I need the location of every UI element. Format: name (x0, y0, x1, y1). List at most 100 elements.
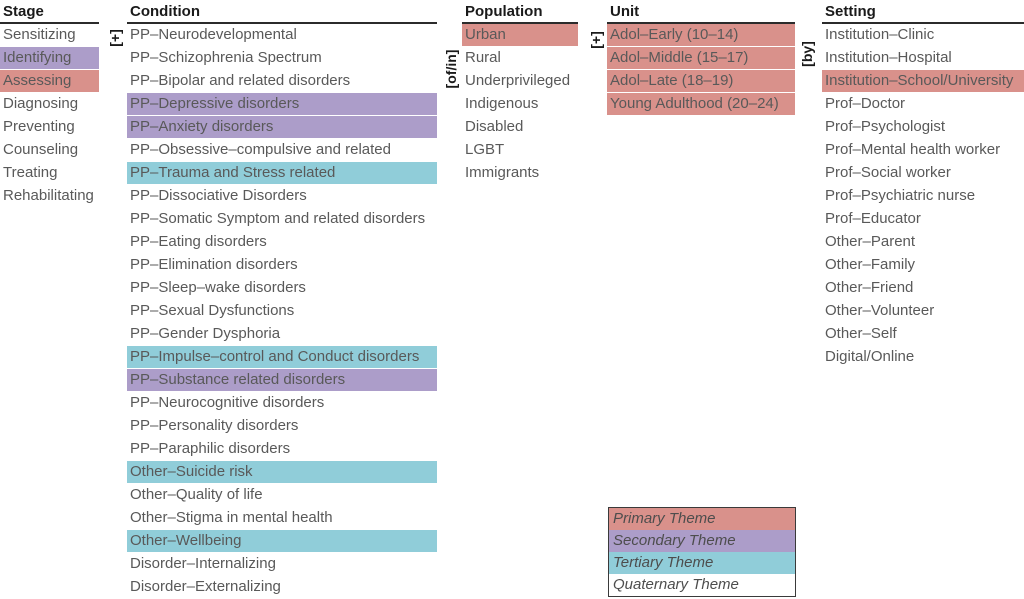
list-item: Other–Parent (822, 231, 1024, 254)
list-item: Other–Volunteer (822, 300, 1024, 323)
list-item: PP–Eating disorders (127, 231, 437, 254)
list-item-label: PP–Sexual Dysfunctions (130, 302, 295, 319)
list-item-label: Prof–Educator (825, 210, 921, 227)
list-item: PP–Anxiety disorders (127, 116, 437, 139)
list-item: Diagnosing (0, 93, 99, 116)
list-item: Disorder–Internalizing (127, 553, 437, 576)
list-item: PP–Gender Dysphoria (127, 323, 437, 346)
list-item: PP–Obsessive–compulsive and related (127, 139, 437, 162)
list-item: PP–Personality disorders (127, 415, 437, 438)
list-item-label: PP–Anxiety disorders (130, 118, 274, 135)
list-item: PP–Schizophrenia Spectrum (127, 47, 437, 70)
list-item-label: Immigrants (465, 164, 540, 181)
column-header-unit: Unit (607, 2, 795, 24)
list-item: LGBT (462, 139, 578, 162)
list-item-label: PP–Dissociative Disorders (130, 187, 307, 204)
list-item: Assessing (0, 70, 99, 93)
list-item-label: Prof–Doctor (825, 95, 906, 112)
list-item: Prof–Psychiatric nurse (822, 185, 1024, 208)
list-item: PP–Sleep–wake disorders (127, 277, 437, 300)
column-unit: Unit Adol–Early (10–14)Adol–Middle (15–1… (607, 2, 795, 116)
list-item-label: Other–Volunteer (825, 302, 935, 319)
list-item: Institution–Hospital (822, 47, 1024, 70)
list-item-label: Prof–Psychiatric nurse (825, 187, 976, 204)
list-item-label: LGBT (465, 141, 505, 158)
list-item-label: Prof–Psychologist (825, 118, 946, 135)
list-item-label: PP–Personality disorders (130, 417, 299, 434)
list-item: Digital/Online (822, 346, 1024, 369)
list-item-label: Institution–Hospital (825, 49, 952, 66)
list-item-label: Underprivileged (465, 72, 571, 89)
list-item: Prof–Educator (822, 208, 1024, 231)
list-item: PP–Substance related disorders (127, 369, 437, 392)
list-item-label: PP–Depressive disorders (130, 95, 300, 112)
column-header-stage: Stage (0, 2, 99, 24)
list-item: Rural (462, 47, 578, 70)
list-item-label: Diagnosing (3, 95, 79, 112)
list-item: Underprivileged (462, 70, 578, 93)
list-item: Primary Theme (609, 508, 795, 530)
list-item-label: Digital/Online (825, 348, 915, 365)
list-item: Indigenous (462, 93, 578, 116)
list-item-label: PP–Schizophrenia Spectrum (130, 49, 322, 66)
list-item-label: PP–Neurodevelopmental (130, 26, 297, 43)
list-item: Disabled (462, 116, 578, 139)
list-item: Rehabilitating (0, 185, 99, 208)
plus-operator-icon: [+] (107, 29, 123, 47)
list-item-label: Rural (465, 49, 501, 66)
by-operator-icon: [by] (799, 41, 815, 67)
list-item-label: PP–Impulse–control and Conduct disorders (130, 348, 420, 365)
list-item: Urban (462, 24, 578, 47)
list-item: Immigrants (462, 162, 578, 185)
list-item: PP–Sexual Dysfunctions (127, 300, 437, 323)
list-item-label: Secondary Theme (613, 532, 736, 549)
list-item: Preventing (0, 116, 99, 139)
list-item: PP–Neurocognitive disorders (127, 392, 437, 415)
list-item-label: Rehabilitating (3, 187, 94, 204)
list-item: PP–Bipolar and related disorders (127, 70, 437, 93)
unit-list: Adol–Early (10–14)Adol–Middle (15–17)Ado… (607, 24, 795, 116)
list-item: Institution–Clinic (822, 24, 1024, 47)
of-in-operator-icon: [of/in] (443, 49, 459, 89)
list-item-label: Other–Stigma in mental health (130, 509, 333, 526)
list-item-label: Adol–Late (18–19) (610, 72, 734, 89)
list-item-label: PP–Gender Dysphoria (130, 325, 281, 342)
list-item-label: Quaternary Theme (613, 576, 739, 593)
list-item-label: PP–Elimination disorders (130, 256, 298, 273)
list-item-label: PP–Bipolar and related disorders (130, 72, 351, 89)
list-item: Sensitizing (0, 24, 99, 47)
list-item-label: Tertiary Theme (613, 554, 714, 571)
list-item-label: Young Adulthood (20–24) (610, 95, 779, 112)
list-item: Other–Friend (822, 277, 1024, 300)
list-item: Tertiary Theme (609, 552, 795, 574)
list-item: Young Adulthood (20–24) (607, 93, 795, 116)
list-item: PP–Dissociative Disorders (127, 185, 437, 208)
list-item-label: Counseling (3, 141, 79, 158)
list-item-label: Identifying (3, 49, 72, 66)
list-item: Other–Stigma in mental health (127, 507, 437, 530)
column-header-condition: Condition (127, 2, 437, 24)
list-item-label: PP–Somatic Symptom and related disorders (130, 210, 426, 227)
list-item: PP–Trauma and Stress related (127, 162, 437, 185)
column-header-setting: Setting (822, 2, 1024, 24)
list-item-label: Other–Parent (825, 233, 916, 250)
list-item: Prof–Doctor (822, 93, 1024, 116)
list-item: PP–Paraphilic disorders (127, 438, 437, 461)
list-item-label: Other–Family (825, 256, 916, 273)
list-item-label: Urban (465, 26, 506, 43)
list-item-label: PP–Eating disorders (130, 233, 267, 250)
column-header-population: Population (462, 2, 578, 24)
list-item-label: PP–Substance related disorders (130, 371, 346, 388)
list-item-label: PP–Sleep–wake disorders (130, 279, 306, 296)
list-item-label: PP–Trauma and Stress related (130, 164, 336, 181)
list-item: Adol–Early (10–14) (607, 24, 795, 47)
list-item: Other–Quality of life (127, 484, 437, 507)
list-item: Counseling (0, 139, 99, 162)
